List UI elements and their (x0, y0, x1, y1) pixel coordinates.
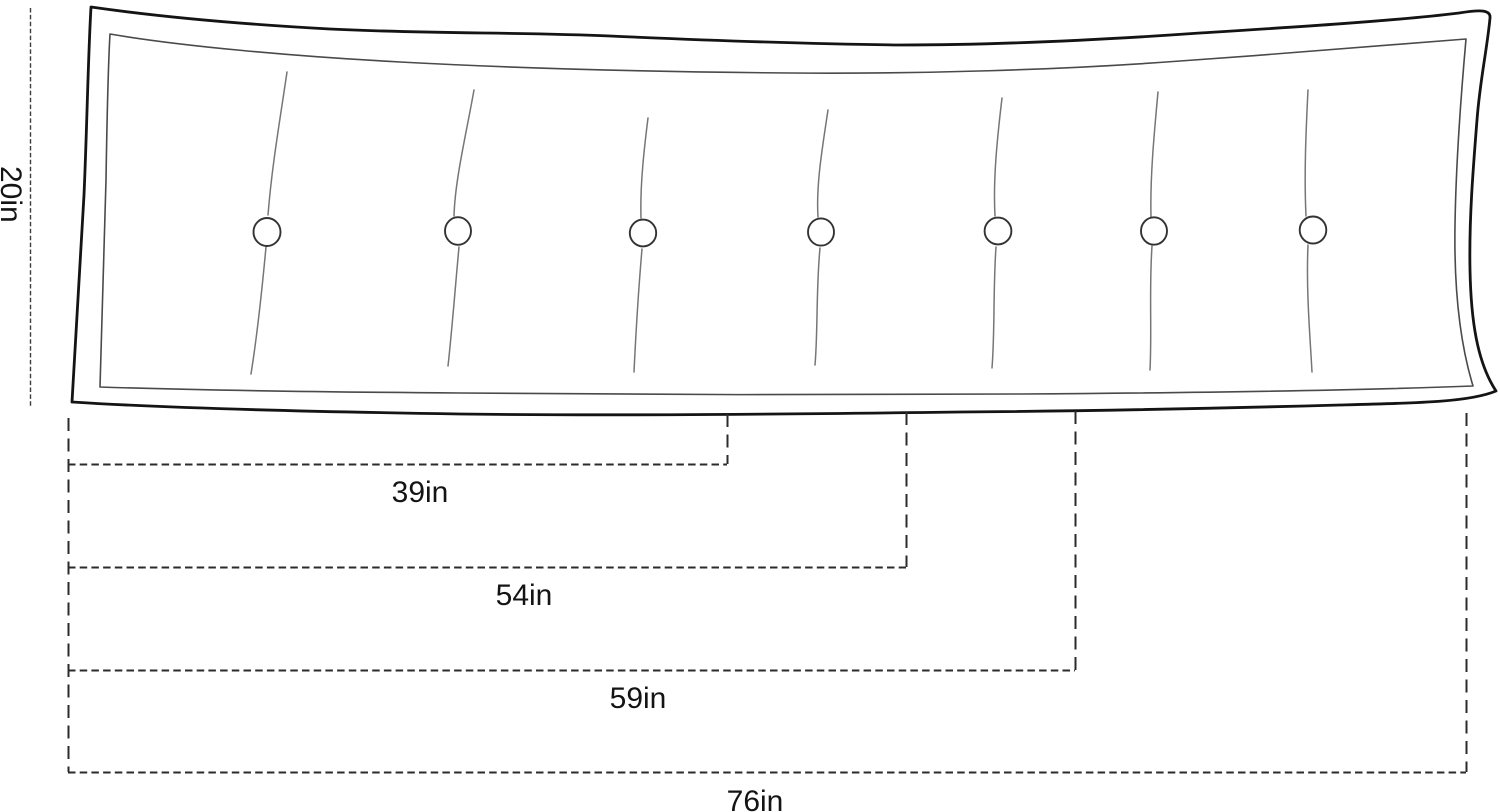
tuft-line (991, 246, 997, 369)
pillow-button (1140, 216, 1168, 246)
tuft-line (1149, 245, 1153, 371)
pillow-buttons (252, 215, 1328, 248)
tuft-line (250, 246, 267, 375)
tuft-lines (250, 71, 1313, 375)
width-dimension-label-76: 76in (726, 785, 784, 812)
pillow-button (252, 217, 282, 247)
width-dimension-label-59: 59in (609, 682, 667, 715)
height-dimension-label: 20in (0, 166, 27, 223)
tuft-line (1306, 244, 1313, 373)
pillow-button (444, 216, 472, 246)
tuft-line (1304, 89, 1309, 217)
tuft-line (453, 89, 475, 217)
pillow-button (807, 217, 835, 247)
tuft-line (267, 71, 288, 216)
tuft-line (993, 97, 1003, 217)
pillow-button (628, 218, 658, 248)
pillow-outer-outline (70, 5, 1498, 417)
pillow-button (1298, 215, 1328, 245)
pillow-inner-outline (99, 33, 1474, 396)
tuft-line (640, 117, 649, 219)
tuft-line (1150, 91, 1159, 218)
tuft-line (814, 247, 821, 366)
width-dimension-label-39: 39in (391, 476, 449, 509)
tuft-line (633, 248, 643, 373)
tuft-line (447, 246, 460, 367)
tuft-line (816, 109, 829, 218)
pillow-button (983, 216, 1013, 246)
width-dimension-label-54: 54in (495, 579, 553, 612)
